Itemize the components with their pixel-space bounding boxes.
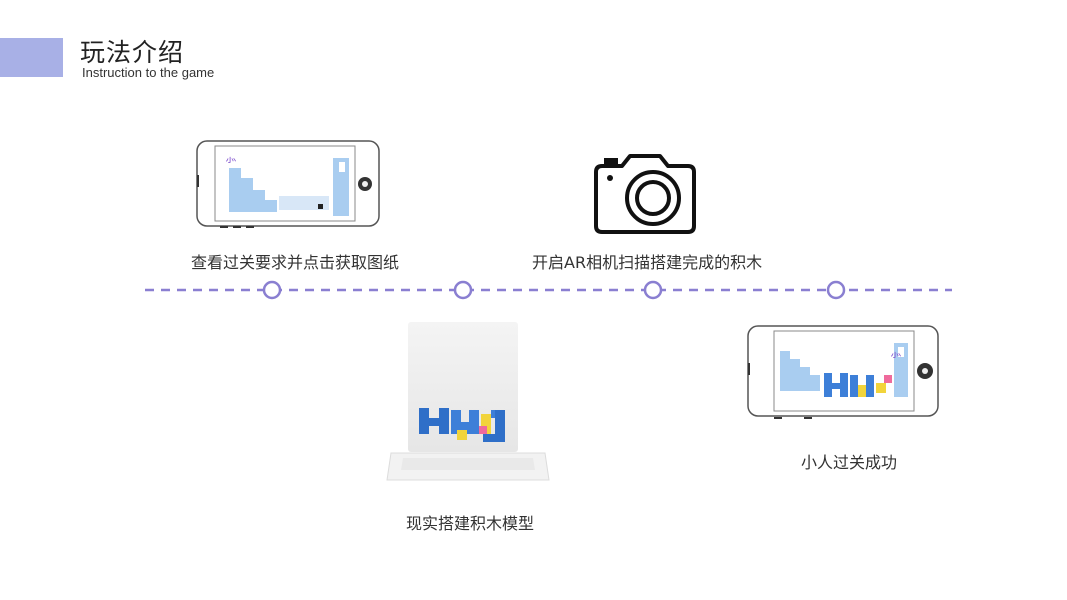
step-3-caption: 现实搭建积木模型 — [406, 510, 534, 534]
step-2-caption: 开启AR相机扫描搭建完成的积木 — [532, 249, 762, 273]
step-4-caption: 小人过关成功 — [801, 449, 897, 473]
block-model-icon — [383, 318, 553, 488]
camera-icon — [594, 152, 696, 234]
svg-text:⺗: ⺗ — [225, 151, 237, 165]
timeline-node-3 — [645, 282, 661, 298]
timeline-node-1 — [264, 282, 280, 298]
step-1-caption: 查看过关要求并点击获取图纸 — [191, 249, 399, 273]
phone-success-icon: ⺗ — [744, 323, 942, 421]
phone-game-icon: ⺗ — [193, 138, 383, 230]
svg-text:⺗: ⺗ — [890, 346, 902, 360]
timeline-node-4 — [828, 282, 844, 298]
timeline-node-2 — [455, 282, 471, 298]
